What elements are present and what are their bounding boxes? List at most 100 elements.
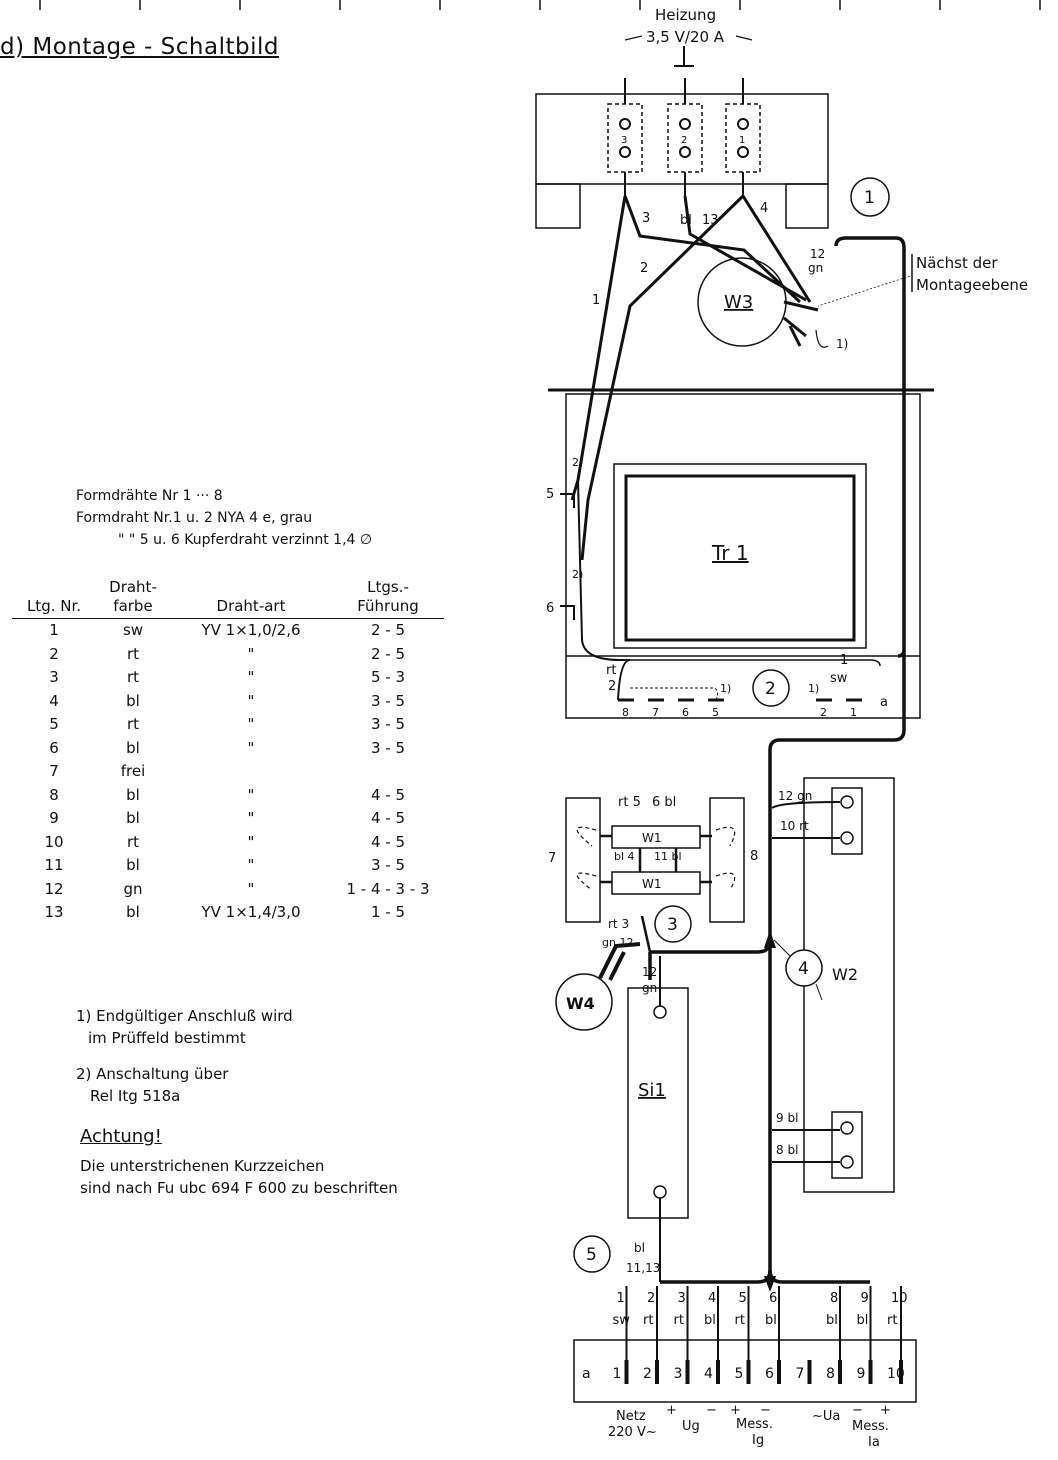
tr1-label: Tr 1	[711, 541, 749, 565]
table-cell: 3	[49, 668, 59, 686]
module-3-label: 3	[667, 915, 678, 935]
table-cell: "	[247, 668, 255, 686]
heizung-label: Heizung	[655, 6, 716, 24]
table-header: Ltgs.-Führung	[332, 578, 444, 619]
terminal-wire-color: rt	[735, 1313, 745, 1328]
si1-wire-12: 12	[642, 965, 657, 979]
wire-5-left: 5	[546, 487, 554, 502]
table-cell: 2	[49, 644, 59, 663]
table-cell: sw	[122, 621, 144, 639]
terminal-pin	[746, 1360, 751, 1384]
achtung-heading: Achtung!	[80, 1126, 162, 1147]
table-cell: "	[247, 715, 255, 733]
tr-pin-a: a	[880, 695, 888, 710]
terminal-pin	[899, 1360, 903, 1384]
terminal-label: 3	[674, 1366, 683, 1382]
heizung-spec: 3,5 V/20 A	[646, 28, 725, 46]
table-cell: bl	[126, 785, 140, 804]
module-1-board	[535, 93, 829, 229]
si1-wire-gn: gn	[642, 981, 657, 995]
wire-3-top: 3	[642, 211, 650, 226]
caption-mess1: Mess.	[736, 1417, 773, 1432]
w4-label: W4	[566, 994, 595, 1013]
note-formdraht-12: Formdraht Nr.1 u. 2 NYA 4 e, grau	[76, 510, 313, 526]
w2-label: W2	[832, 965, 858, 984]
wire-11bl: 11 bl	[654, 850, 682, 863]
w1-lower-label: W1	[642, 877, 662, 891]
table-cell: 1 - 5	[370, 903, 406, 921]
svg-text:2: 2	[681, 135, 687, 146]
terminal-pin	[868, 1360, 873, 1384]
table-cell: bl	[126, 856, 140, 874]
table-cell: 5	[49, 715, 59, 733]
terminal-wire-number: 2	[647, 1291, 655, 1306]
wire-bl-label: bl	[634, 1241, 645, 1255]
table-cell: 10	[44, 832, 64, 851]
svg-text:1): 1)	[836, 337, 848, 351]
wire-12gn-top: 12	[810, 247, 825, 261]
naechst-line1: Nächst der	[916, 254, 998, 272]
table-cell: 4 - 5	[370, 785, 406, 804]
table-cell: rt	[126, 715, 140, 733]
terminal-label: 9	[857, 1366, 866, 1382]
w2-wire-8bl: 8 bl	[776, 1143, 798, 1157]
terminal-pin	[807, 1360, 812, 1384]
tr-label-sw: sw	[830, 671, 848, 686]
terminal-label: 6	[765, 1366, 774, 1382]
wire-rt5: rt 5	[618, 795, 641, 810]
svg-text:1: 1	[850, 706, 857, 719]
module-3-marker	[654, 905, 692, 943]
caption-netz: Netz	[616, 1409, 646, 1424]
terminal-wire-color: rt	[643, 1313, 653, 1328]
table-cell: 3 - 5	[370, 691, 406, 710]
w4-component	[555, 973, 613, 1031]
svg-text:1): 1)	[720, 682, 731, 695]
svg-text:−: −	[760, 1403, 771, 1418]
wire-13-bl: bl	[680, 213, 692, 228]
terminal-label: 1	[613, 1366, 622, 1382]
table-cell: 6	[49, 738, 59, 757]
caption-mess2: Mess.	[852, 1419, 889, 1434]
svg-text:−: −	[706, 1403, 717, 1418]
w1-upper-label: W1	[642, 831, 662, 845]
table-cell: gn	[123, 879, 143, 898]
terminal-label: 7	[796, 1366, 805, 1382]
table-cell: 13	[44, 903, 64, 921]
terminal-wire-number: 1	[617, 1291, 625, 1306]
terminal-wire-color: bl	[704, 1313, 716, 1328]
naechst-line2: Montageebene	[916, 276, 1028, 294]
terminal-pin	[655, 1360, 659, 1384]
achtung-line1: Die unterstrichenen Kurzzeichen	[80, 1157, 325, 1175]
svg-text:1: 1	[739, 135, 745, 146]
table-cell: rt	[126, 644, 140, 663]
table-cell: 3 - 5	[370, 738, 406, 757]
svg-text:8: 8	[622, 706, 629, 719]
terminal-wire-color: sw	[613, 1313, 631, 1328]
table-cell: "	[247, 691, 255, 710]
table-cell: 8	[49, 785, 59, 804]
table-cell: bl	[126, 809, 140, 827]
module-5-marker	[573, 1235, 611, 1273]
table-cell: "	[247, 879, 255, 898]
caption-ia: Ia	[868, 1435, 880, 1450]
w3-label: W3	[724, 292, 753, 313]
table-header: Draht-art	[170, 578, 332, 619]
table-header: Ltg. Nr.	[12, 578, 96, 619]
page-title: d) Montage - Schaltbild	[0, 34, 279, 60]
terminal-label: a	[582, 1366, 591, 1382]
terminal-wire-color: rt	[674, 1313, 684, 1328]
table-cell: 11	[44, 856, 64, 874]
wire-13-top: 13	[702, 213, 719, 228]
module-4-marker	[785, 949, 823, 987]
svg-text:gn: gn	[808, 261, 823, 275]
svg-text:7: 7	[652, 706, 659, 719]
table-cell: 7	[49, 762, 59, 780]
table-cell: 2 - 5	[370, 644, 406, 663]
si1-label: Si1	[638, 1080, 666, 1101]
